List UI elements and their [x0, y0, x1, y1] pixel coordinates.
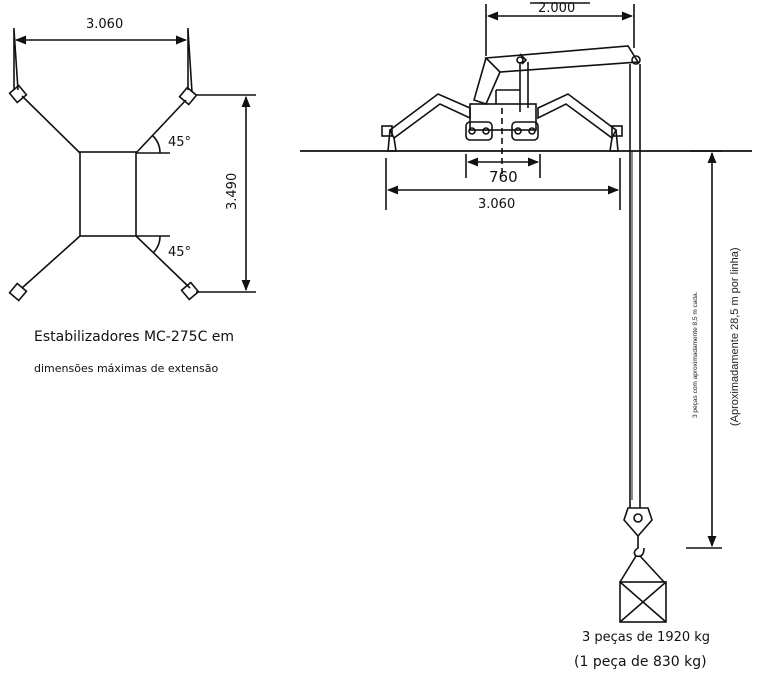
hook-block: [623, 507, 653, 538]
boom-reach-label: 2.000: [538, 1, 575, 16]
track-left: [465, 121, 493, 141]
track-right: [511, 121, 539, 141]
outrigger-caption-line2: dimensões máximas de extensão: [34, 362, 219, 375]
height-label: 3.490: [225, 173, 240, 210]
outrigger-pad-ul: [8, 84, 28, 104]
track-width-label: 760: [489, 168, 518, 186]
outrigger-pad-ur: [178, 86, 198, 106]
boom: [484, 45, 640, 73]
outrigger-caption-line1: Estabilizadores MC-275C em: [34, 329, 235, 345]
top-width-label: 3.060: [86, 17, 123, 32]
load-caption-line2: (1 peça de 830 kg): [574, 654, 707, 670]
angle-bottom-label: 45°: [168, 245, 191, 260]
outrigger-span-label: 3.060: [478, 197, 515, 212]
angle-top-label: 45°: [168, 135, 191, 150]
outrigger-pad-lr: [180, 281, 200, 301]
vertical-label-inner: 3 peças com aproximadamente 8,5 m cada.: [692, 291, 699, 418]
cab: [469, 103, 537, 131]
outrigger-top-view: [8, 28, 256, 302]
crane-body-top: [79, 151, 137, 237]
vertical-label-outer: (Aproximadamente 28,5 m por linha): [729, 247, 741, 426]
outrigger-right: [537, 93, 618, 140]
outrigger-left: [388, 93, 471, 140]
load-caption-line1: 3 peças de 1920 kg: [582, 630, 711, 645]
crane-side-view: [300, 2, 752, 623]
outrigger-pad-ll: [8, 282, 28, 302]
load-box: [619, 581, 667, 623]
